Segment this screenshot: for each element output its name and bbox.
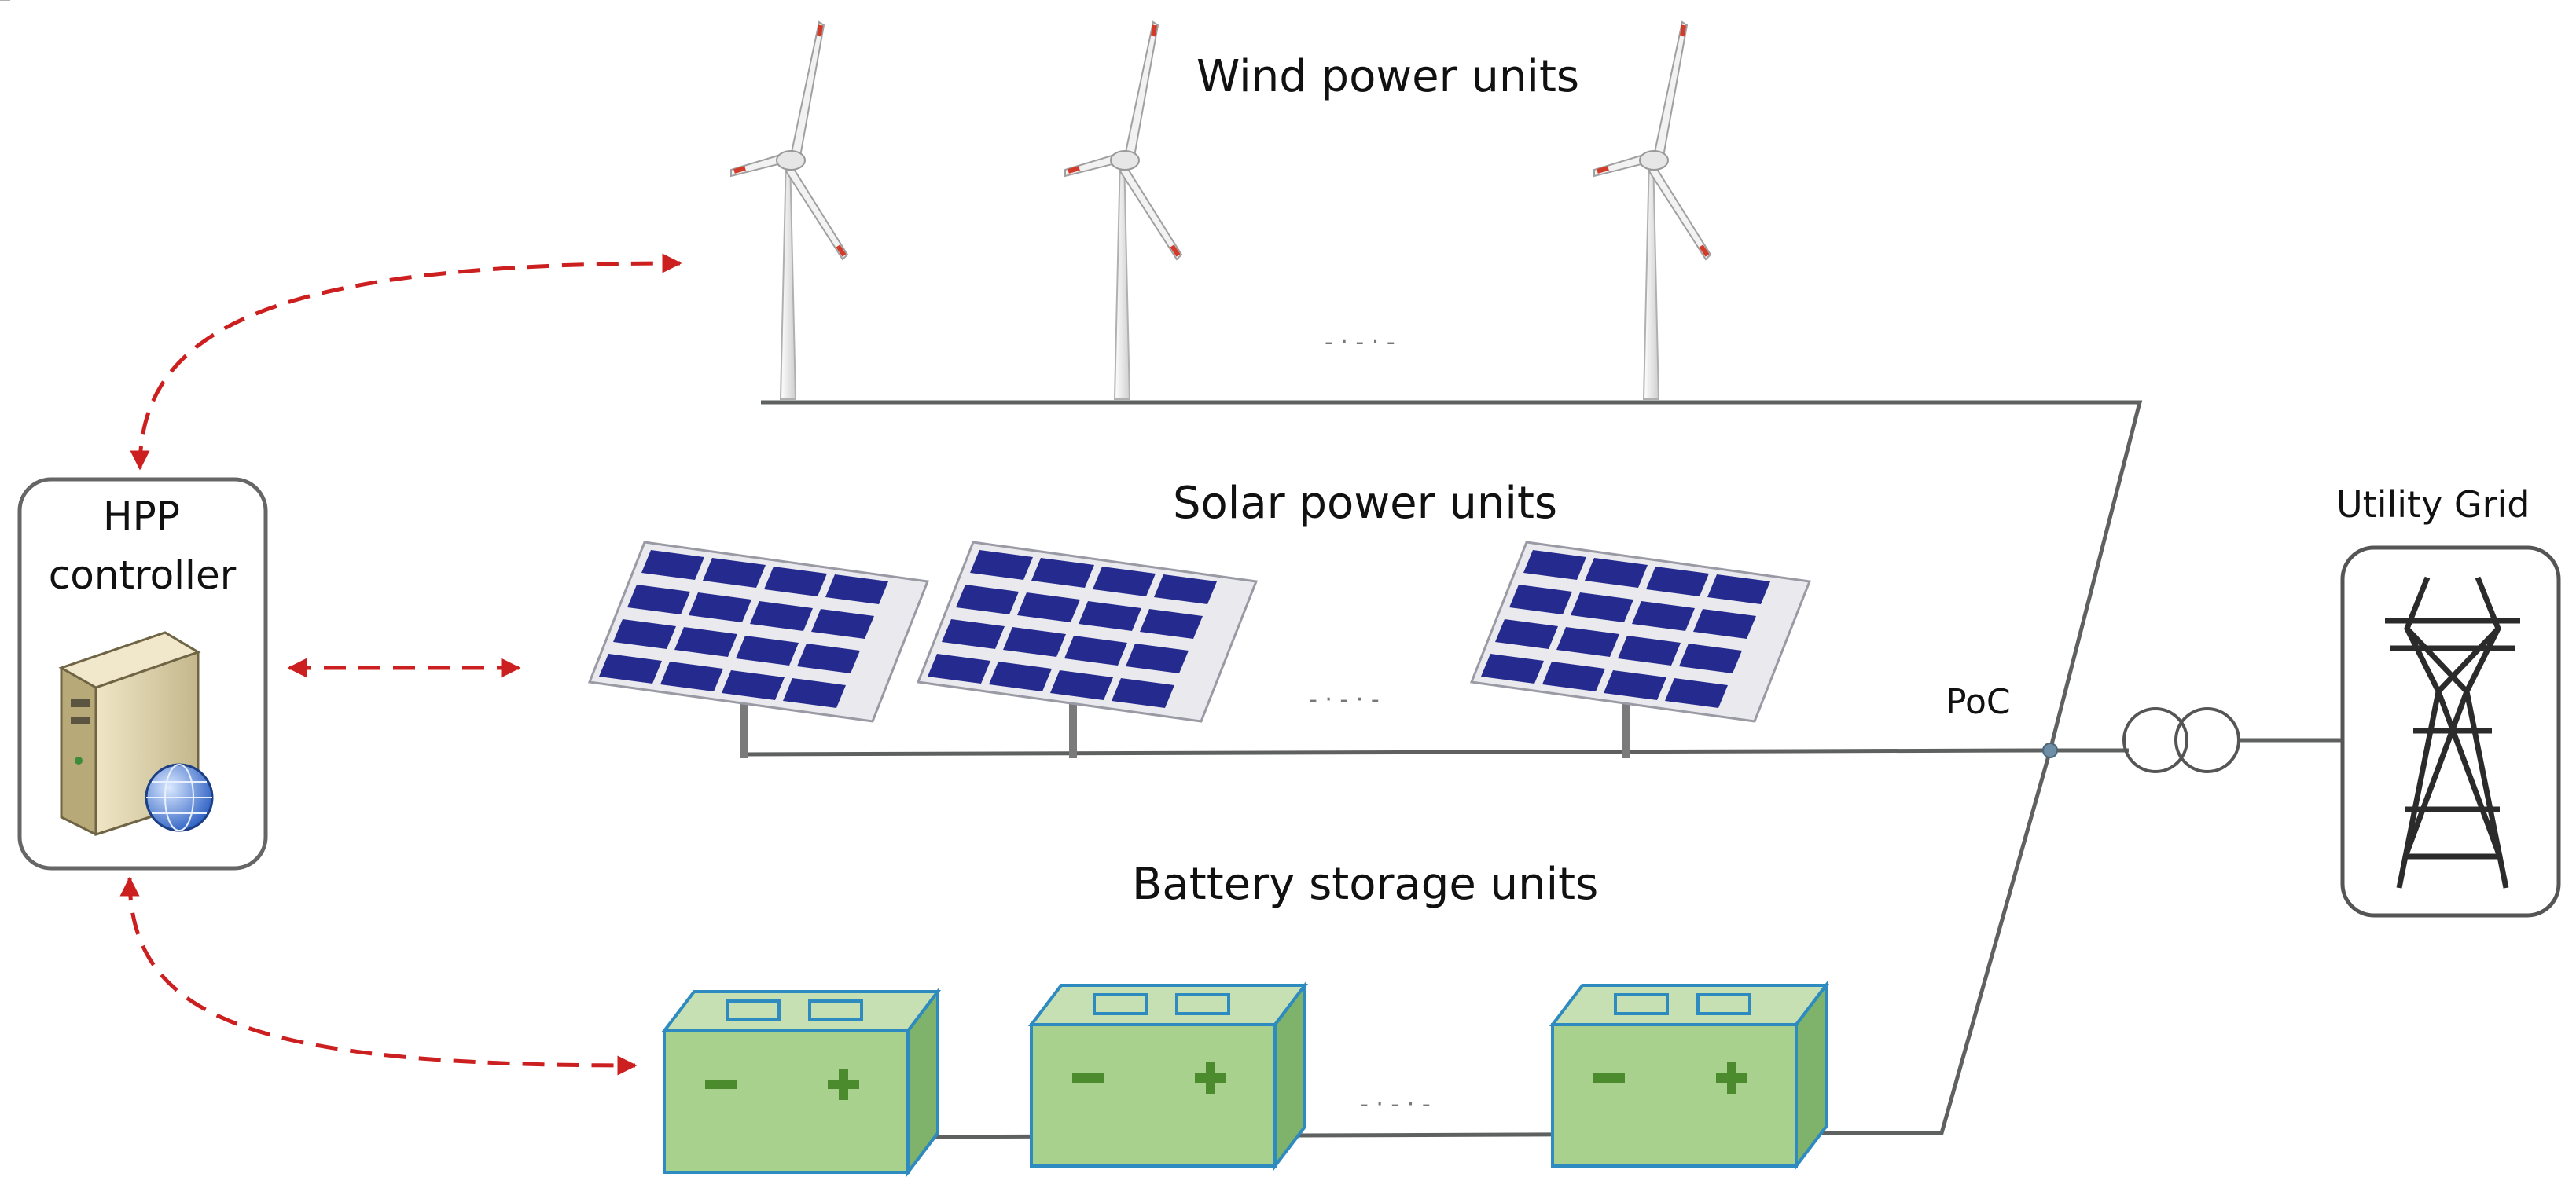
battery-icon	[1551, 984, 1828, 1168]
controller-title: HPP	[103, 493, 180, 539]
solar-panel-icon	[587, 541, 930, 758]
wind-turbine-icon	[1594, 22, 1711, 399]
battery-icon	[1030, 984, 1306, 1168]
hpp-controller	[17, 477, 268, 871]
poc-label: PoC	[1946, 682, 2011, 722]
solar-ellipsis: - · - · -	[1309, 686, 1380, 713]
globe-icon	[145, 763, 214, 832]
battery-section-title: Battery storage units	[1132, 859, 1599, 910]
wind-turbine-icon	[1065, 22, 1181, 399]
wind-bus	[761, 400, 2143, 751]
link-wind	[130, 253, 682, 471]
grid-label: Utility Grid	[2336, 483, 2530, 526]
controller-subtitle: controller	[48, 552, 237, 598]
solar-panel-icon	[1470, 541, 1811, 760]
solar-bus	[742, 748, 2045, 757]
transmission-tower-icon	[2385, 576, 2520, 889]
battery-ellipsis: - · - · -	[1360, 1091, 1431, 1118]
wind-section-title: Wind power units	[1196, 51, 1580, 102]
wind-ellipsis: - · - · -	[1325, 328, 1395, 356]
batteries	[660, 984, 1828, 1177]
utility-grid	[2340, 545, 2561, 918]
solar-panels	[587, 541, 1811, 760]
poc-node	[2042, 743, 2058, 758]
control-links	[119, 253, 682, 1076]
link-battery	[119, 876, 638, 1076]
solar-panel-icon	[917, 541, 1258, 760]
battery-icon	[660, 987, 942, 1177]
solar-section-title: Solar power units	[1173, 478, 1558, 529]
transformer-icon	[2122, 707, 2240, 773]
wind-turbine-icon	[731, 22, 847, 399]
